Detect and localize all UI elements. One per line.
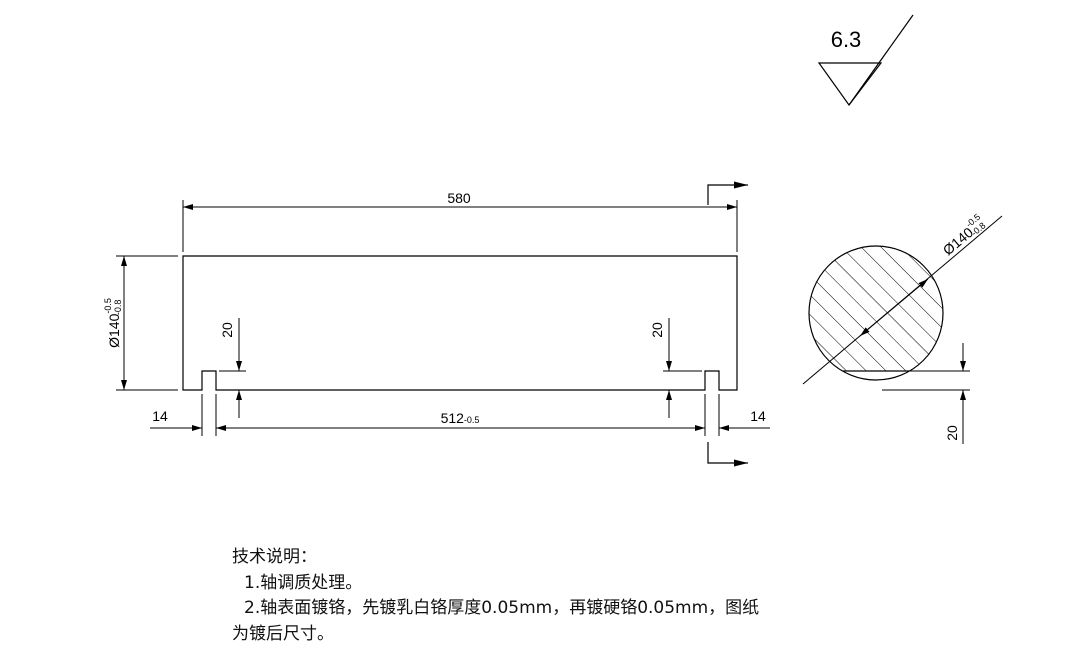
shaft-front-view [182,255,738,391]
section-flat-depth-dimension [882,343,970,444]
groove-depth-label-left: 20 [219,322,235,338]
section-hatching [809,246,943,371]
overall-length-label: 580 [447,190,471,206]
surface-roughness-value: 6.3 [831,27,862,52]
groove-width-label-left: 14 [152,408,168,424]
section-flat-depth-label: 20 [944,425,960,441]
groove-width-label-right: 14 [750,408,766,424]
front-diameter-dimension [116,255,178,391]
technical-notes: 技术说明： 1.轴调质处理。 2.轴表面镀铬，先镀乳白铬厚度0.05mm，再镀硬… [232,545,872,647]
notes-item-2: 2.轴表面镀铬，先镀乳白铬厚度0.05mm，再镀硬铬0.05mm，图纸 [244,598,760,618]
overall-length-dimension [182,200,738,252]
shaft-section-view [808,245,944,381]
groove-span-label: 512-0.5 [441,410,480,426]
front-diameter-label: Ø140-0.5-0.8 [103,298,123,348]
notes-title: 技术说明： [232,547,317,567]
section-diameter-dimension [802,215,1003,385]
surface-roughness-symbol [817,14,914,107]
notes-item-1: 1.轴调质处理。 [244,572,363,593]
notes-item-2-continued: 为镀后尺寸。 [232,623,334,644]
groove-depth-label-right: 20 [649,322,665,338]
groove-depth-dimension-right [663,318,702,418]
section-cut-arrow-bottom [707,442,748,467]
section-diameter-label: Ø140-0.5-0.8 [938,212,989,259]
groove-depth-dimension-left [219,318,246,418]
section-cut-arrow-top [707,181,748,205]
